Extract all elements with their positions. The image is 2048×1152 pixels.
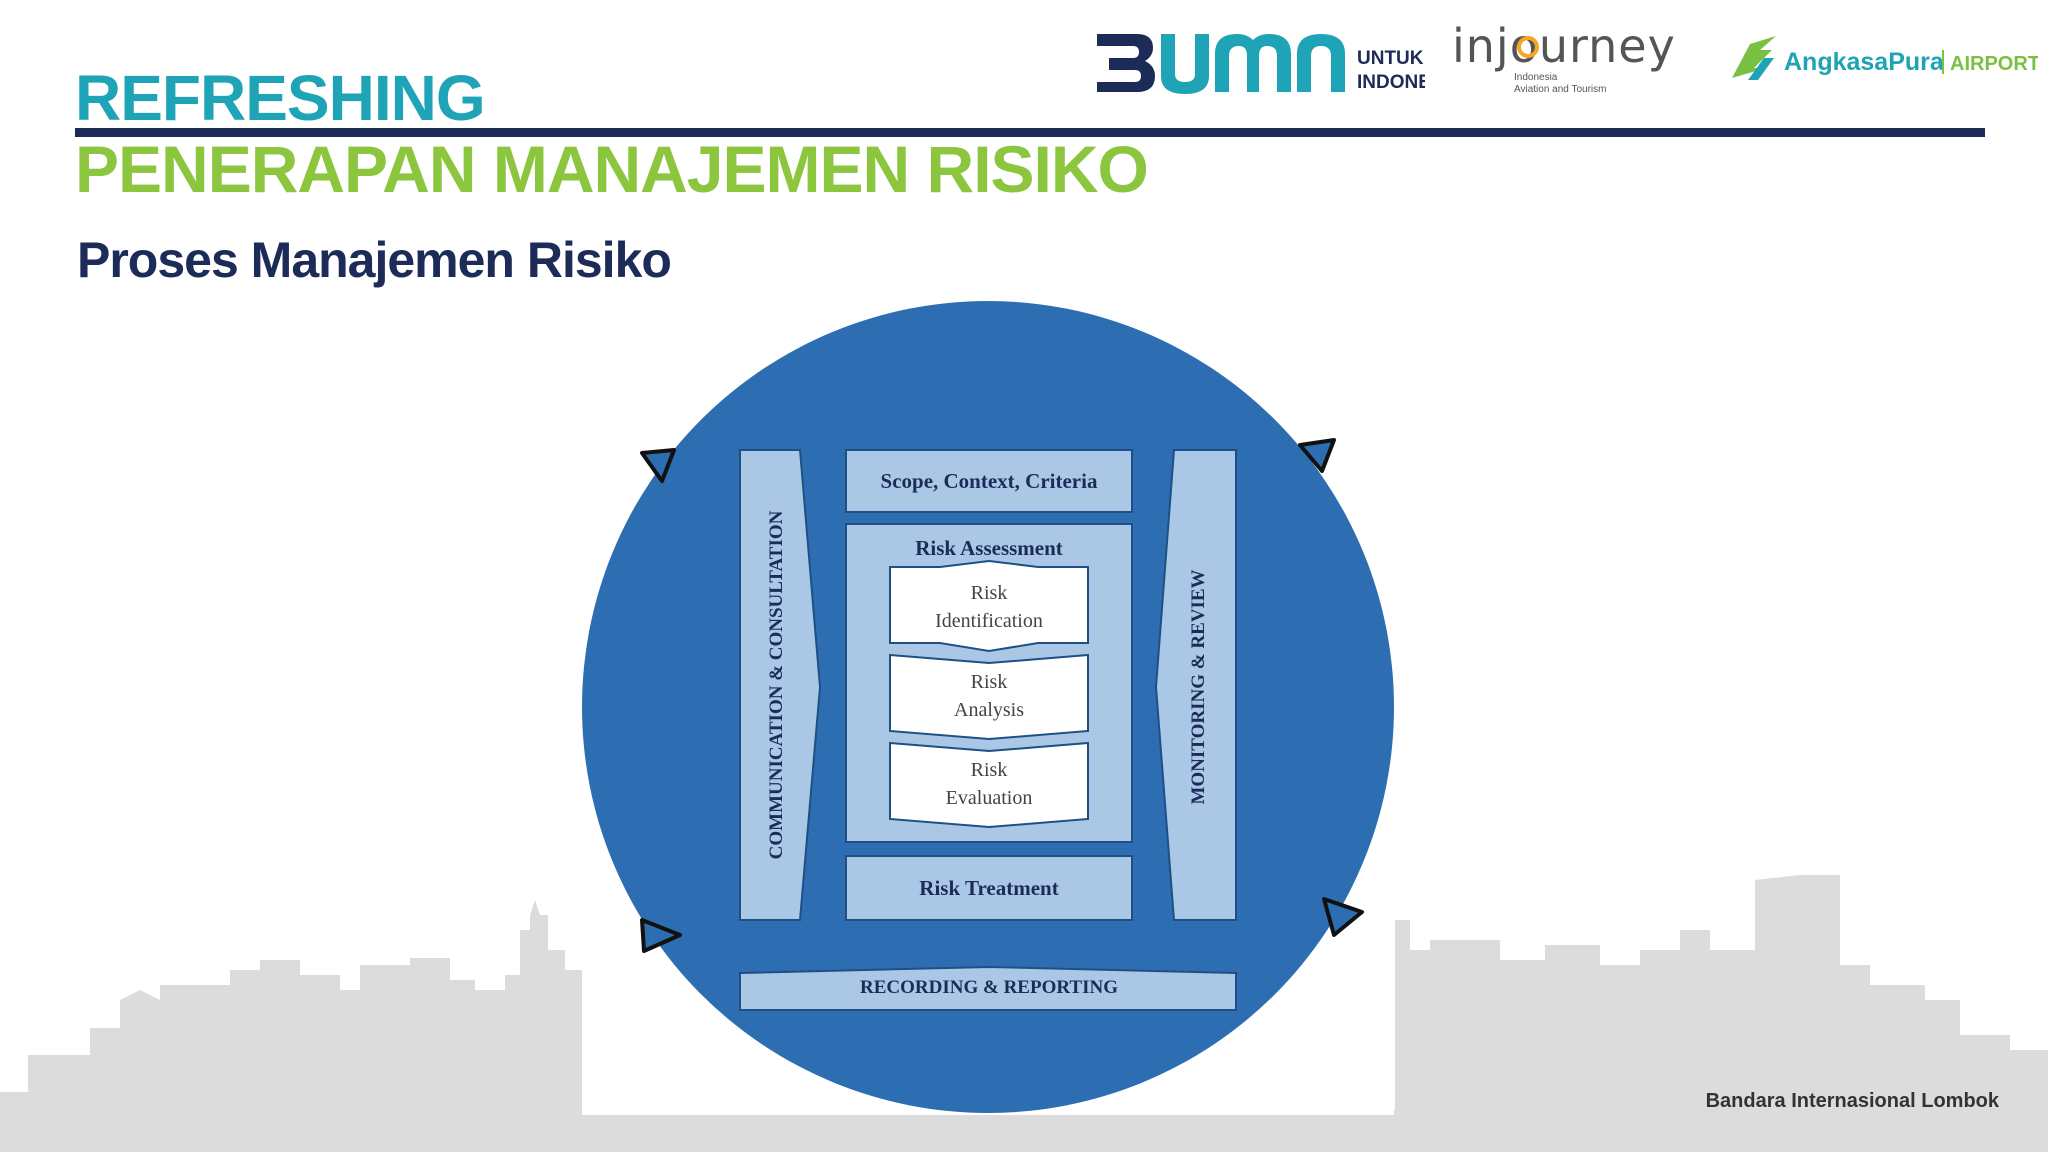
risk-evaluation-label-2: Evaluation [946,787,1033,809]
risk-assessment-label: Risk Assessment [915,536,1063,560]
risk-evaluation-box [889,741,1089,829]
bumn-logo-line1: UNTUK [1357,48,1424,69]
communication-consultation-label: COMMUNICATION & CONSULTATION [766,510,787,859]
risk-identification-box [889,559,1089,653]
scope-context-criteria-box [845,449,1133,513]
cycle-arrow-bottom-right [1322,897,1364,937]
communication-consultation-bar [739,449,822,921]
risk-process-diagram: COMMUNICATION & CONSULTATION MONITORING … [582,295,1394,1115]
header-divider [75,128,1985,137]
risk-treatment-label: Risk Treatment [919,876,1058,900]
monitoring-review-bar [1154,449,1237,921]
cycle-arrow-top-left [640,448,676,483]
bumn-logo: UNTUK INDONESIA [1097,34,1425,94]
injourney-logo: injourney Indonesia Aviation and Tourism [1452,20,1676,95]
bumn-logo-line2: INDONESIA [1357,72,1425,93]
risk-identification-label-2: Identification [935,610,1043,632]
angkasapura-logo: AngkasaPura AIRPORTS [1732,36,2038,80]
footer-location: Bandara Internasional Lombok [1705,1090,1999,1112]
risk-evaluation-label-1: Risk [971,759,1008,781]
injourney-logo-line2: Aviation and Tourism [1514,84,1606,95]
injourney-colour-mark [1517,36,1539,58]
recording-reporting-bar [739,965,1237,1011]
risk-analysis-box [889,653,1089,741]
angkasapura-logo-tag: AIRPORTS [1950,53,2038,75]
injourney-logo-line1: Indonesia [1514,72,1558,83]
cycle-arrow-bottom-left [640,918,682,953]
page-subtitle: Proses Manajemen Risiko [77,232,672,288]
risk-treatment-box [845,855,1133,921]
page-title: PENERAPAN MANAJEMEN RISIKO [75,132,1149,206]
risk-analysis-label-2: Analysis [954,699,1024,721]
cycle-arrow-top-right [1298,438,1336,473]
scope-context-criteria-label: Scope, Context, Criteria [881,469,1098,493]
recording-reporting-label: RECORDING & REPORTING [860,977,1118,998]
angkasapura-logo-name: AngkasaPura [1784,48,1945,76]
angkasapura-wing-icon [1732,36,1776,78]
monitoring-review-label: MONITORING & REVIEW [1188,569,1209,804]
section-label: REFRESHING [75,62,486,134]
risk-analysis-label-1: Risk [971,671,1008,693]
injourney-logo-name: injourney [1452,20,1676,73]
risk-identification-label-1: Risk [971,582,1008,604]
